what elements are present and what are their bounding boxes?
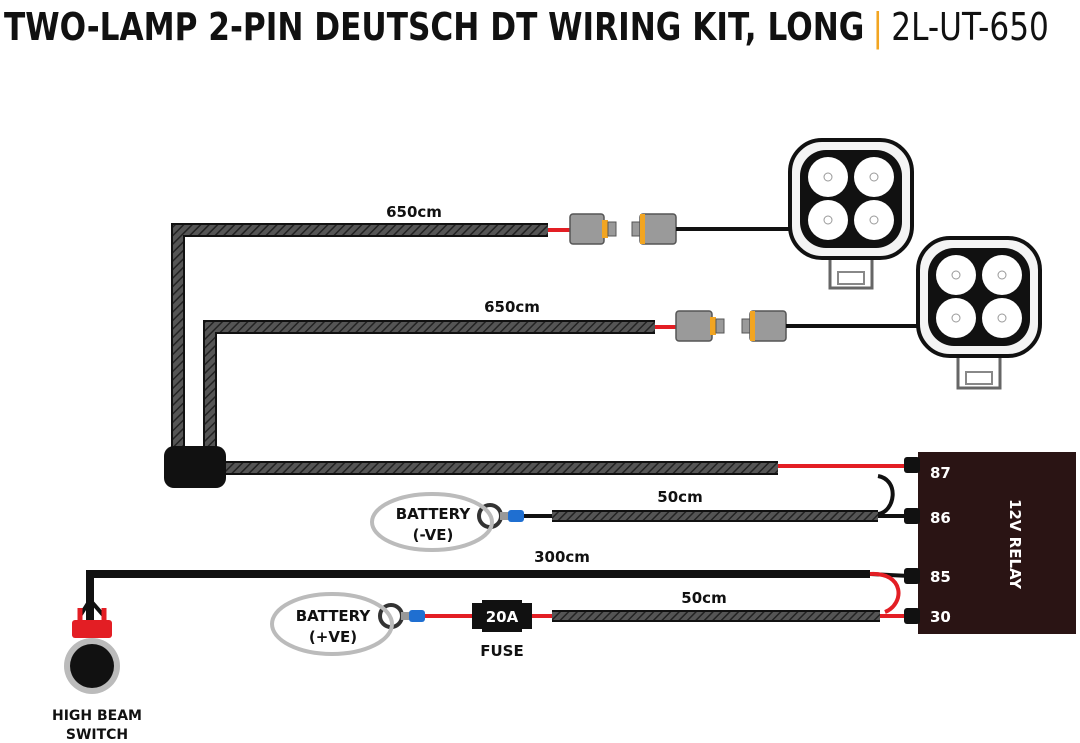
battery-neg-bubble <box>370 492 494 552</box>
label-cable-pos: 50cm <box>681 589 726 607</box>
battery-pos-terminal <box>378 603 425 629</box>
battery-neg-label-2: (-VE) <box>413 526 454 544</box>
label-cable-lamp1: 650cm <box>386 203 442 221</box>
label-cable-switch: 300cm <box>534 548 590 566</box>
relay-body <box>918 452 1076 634</box>
harness-junction <box>164 446 226 488</box>
battery-pos-label-2: (+VE) <box>309 628 357 646</box>
switch-label-2: SWITCH <box>66 727 128 743</box>
lamp-1 <box>788 138 914 290</box>
deutsch-socket-2b <box>749 310 787 342</box>
lamp-2 <box>916 236 1042 390</box>
fuse: 20A <box>472 600 532 632</box>
deutsch-socket-1b <box>639 213 677 245</box>
label-cable-lamp2: 650cm <box>484 298 540 316</box>
relay-pin-85: 85 <box>930 568 951 586</box>
battery-pos-label-1: BATTERY <box>296 607 372 625</box>
title-separator: | <box>872 5 884 49</box>
label-cable-neg: 50cm <box>657 488 702 506</box>
switch-label-1: HIGH BEAM <box>52 708 142 724</box>
relay-pin-87: 87 <box>930 464 951 482</box>
battery-pos-bubble <box>270 592 394 656</box>
lamp2-connection <box>655 310 922 342</box>
relay-pin-30: 30 <box>930 608 951 626</box>
relay: 87 86 85 30 12V RELAY <box>904 452 1076 634</box>
relay-label: 12V RELAY <box>1006 499 1024 590</box>
fuse-label: FUSE <box>480 642 523 660</box>
relay-pin-86: 86 <box>930 509 951 527</box>
diagram-title: TWO-LAMP 2-PIN DEUTSCH DT WIRING KIT, LO… <box>4 2 1049 52</box>
deutsch-plug-2a <box>675 310 713 342</box>
fuse-value: 20A <box>486 608 519 626</box>
high-beam-switch <box>64 620 120 694</box>
battery-neg-label-1: BATTERY <box>396 505 472 523</box>
title-code: 2L-UT-650 <box>891 5 1049 49</box>
main-harness <box>164 223 778 488</box>
deutsch-plug-1a <box>569 213 605 245</box>
title-main: TWO-LAMP 2-PIN DEUTSCH DT WIRING KIT, LO… <box>4 5 865 49</box>
lamp1-connection <box>548 213 800 245</box>
relay-wiring <box>77 464 911 630</box>
